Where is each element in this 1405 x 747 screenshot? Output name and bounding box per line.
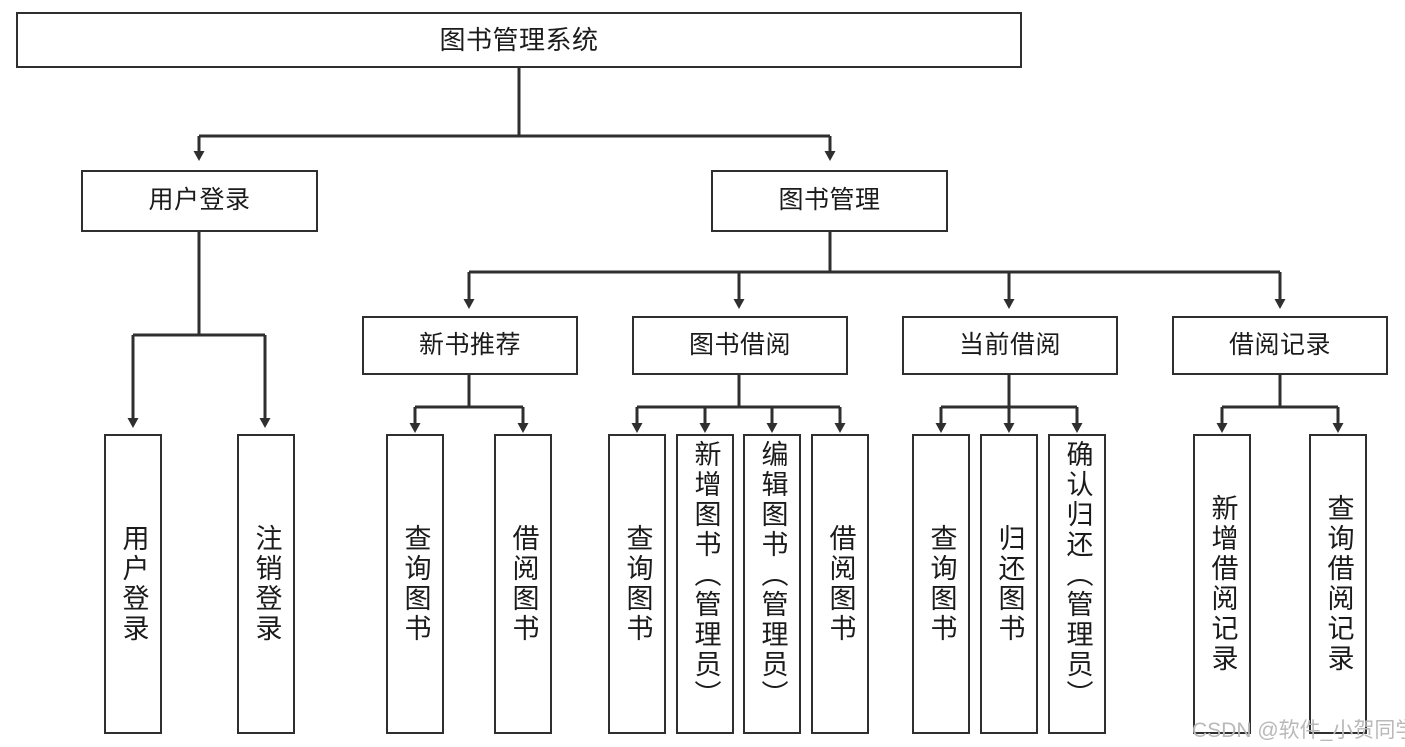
leaf-borrow-book-1-label: 借阅图书 xyxy=(508,524,539,644)
leaf-add-record[interactable]: 新增借阅记录 xyxy=(1193,434,1251,734)
node-book-management-label: 图书管理 xyxy=(778,186,881,215)
leaf-add-book[interactable]: 新增图书（管理员） xyxy=(676,434,734,734)
node-book-borrow-label: 图书借阅 xyxy=(688,330,791,359)
node-book-borrow[interactable]: 图书借阅 xyxy=(632,316,848,375)
leaf-query-book-1-label: 查询图书 xyxy=(400,524,431,644)
leaf-return-book-label: 归还图书 xyxy=(994,524,1025,644)
leaf-add-book-label: 新增图书（管理员） xyxy=(690,440,721,710)
leaf-query-book-1[interactable]: 查询图书 xyxy=(386,434,444,734)
node-new-book-recommend[interactable]: 新书推荐 xyxy=(362,316,578,375)
node-new-book-recommend-label: 新书推荐 xyxy=(418,330,521,359)
leaf-borrow-book-1[interactable]: 借阅图书 xyxy=(494,434,552,734)
leaf-return-book[interactable]: 归还图书 xyxy=(980,434,1038,734)
leaf-query-book-2[interactable]: 查询图书 xyxy=(608,434,666,734)
node-user-login[interactable]: 用户登录 xyxy=(81,170,318,232)
leaf-borrow-book-2-label: 借阅图书 xyxy=(825,524,856,644)
leaf-edit-book-label: 编辑图书（管理员） xyxy=(757,440,788,710)
leaf-edit-book[interactable]: 编辑图书（管理员） xyxy=(743,434,801,734)
leaf-query-book-2-label: 查询图书 xyxy=(622,524,653,644)
leaf-query-record-label: 查询借阅记录 xyxy=(1323,494,1354,674)
leaf-user-logout[interactable]: 注销登录 xyxy=(237,434,295,734)
leaf-query-book-3[interactable]: 查询图书 xyxy=(912,434,970,734)
leaf-user-logout-label: 注销登录 xyxy=(251,524,282,644)
node-current-borrow-label: 当前借阅 xyxy=(958,330,1061,359)
leaf-query-book-3-label: 查询图书 xyxy=(926,524,957,644)
leaf-borrow-book-2[interactable]: 借阅图书 xyxy=(811,434,869,734)
node-root-label: 图书管理系统 xyxy=(439,24,599,55)
node-borrow-records[interactable]: 借阅记录 xyxy=(1172,316,1388,375)
leaf-user-login[interactable]: 用户登录 xyxy=(104,434,162,734)
node-borrow-records-label: 借阅记录 xyxy=(1228,330,1331,359)
csdn-watermark: CSDN @软件_小贺同学 xyxy=(1192,719,1405,742)
node-user-login-label: 用户登录 xyxy=(148,186,251,215)
leaf-add-record-label: 新增借阅记录 xyxy=(1207,494,1238,674)
node-root[interactable]: 图书管理系统 xyxy=(16,12,1022,68)
leaf-confirm-return-label: 确认归还（管理员） xyxy=(1062,440,1093,710)
node-current-borrow[interactable]: 当前借阅 xyxy=(902,316,1118,375)
node-book-management[interactable]: 图书管理 xyxy=(711,170,948,232)
leaf-user-login-label: 用户登录 xyxy=(118,524,149,644)
leaf-query-record[interactable]: 查询借阅记录 xyxy=(1309,434,1367,734)
leaf-confirm-return[interactable]: 确认归还（管理员） xyxy=(1048,434,1106,734)
